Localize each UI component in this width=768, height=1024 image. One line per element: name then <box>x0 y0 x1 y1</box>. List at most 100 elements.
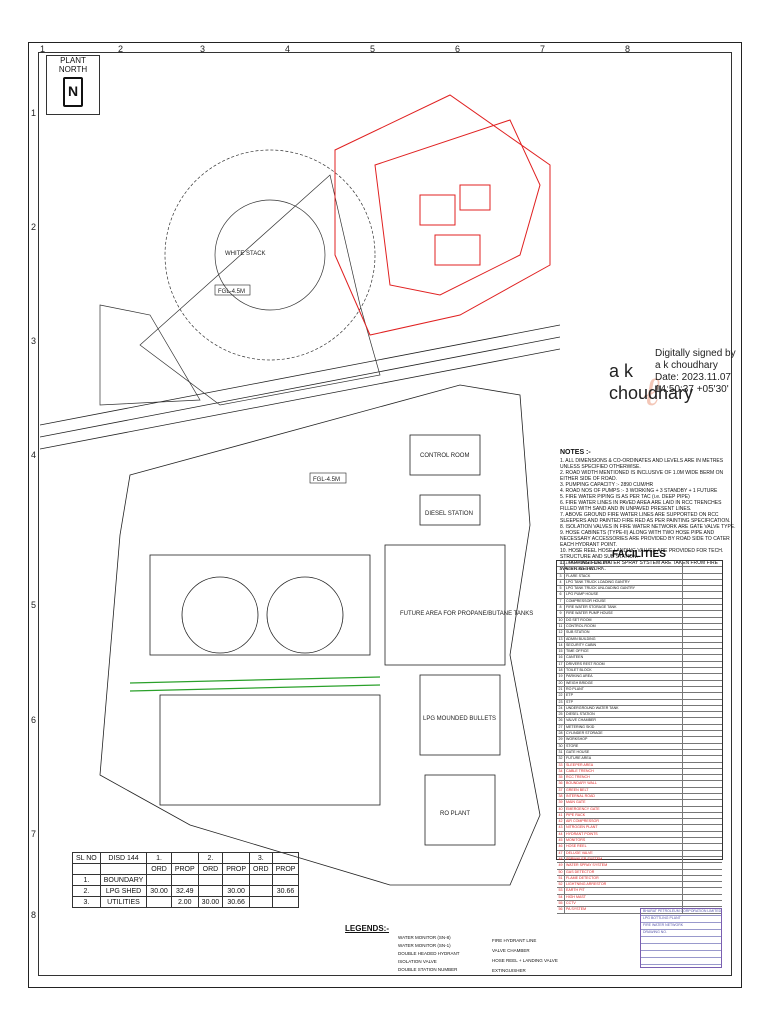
facility-cell <box>682 655 722 661</box>
facility-cell <box>682 781 722 787</box>
area-table-cell: PROP <box>222 863 251 875</box>
facility-cell: 47 <box>557 850 565 856</box>
facility-cell: CYLINDER STORAGE <box>566 731 603 736</box>
signature-scribble-icon: ℓ <box>643 369 660 415</box>
facility-cell: 30 <box>557 743 565 749</box>
facility-cell: 29 <box>557 737 565 743</box>
facility-cell: LIGHTNING ARRESTOR <box>566 882 607 887</box>
facility-cell: ADMIN BUILDING <box>566 636 596 641</box>
legend-item: HOSE REEL + LANDING VALVE <box>492 958 558 963</box>
fgl-mid-label: FGL-4.5M <box>313 477 340 483</box>
area-table-cell: 2. <box>72 885 101 897</box>
facility-cell <box>682 724 722 731</box>
facility-cell: STORE <box>566 743 579 748</box>
facility-cell <box>682 579 722 586</box>
grid-col-7: 7 <box>540 44 546 54</box>
area-table-cell <box>197 874 224 886</box>
facility-cell <box>682 699 722 705</box>
area-table-cell: 30.00 <box>222 885 251 897</box>
facility-cell <box>682 617 722 623</box>
facility-cell <box>682 838 722 844</box>
area-table-row: 1.BOUNDARY <box>72 874 300 886</box>
facility-cell <box>682 856 722 863</box>
area-table-cell <box>271 852 300 864</box>
facility-cell: 32 <box>557 756 565 762</box>
facility-cell: 50 <box>557 869 565 875</box>
facility-cell: 41 <box>557 812 565 819</box>
legend-title: LEGENDS:- <box>345 924 389 933</box>
facility-cell: BOTTLING SHED <box>566 567 595 572</box>
facility-cell <box>682 718 722 724</box>
legend-item: EXTINGUISHER <box>492 968 526 973</box>
facility-cell: DELUGE VALVE <box>566 850 593 855</box>
area-table-cell: ORD <box>249 863 273 875</box>
facility-cell <box>682 674 722 680</box>
note-item: 10. HOSE REEL HOSE LANDING VALVES ARE PR… <box>560 548 724 560</box>
area-table-cell: 1. <box>146 852 172 864</box>
facility-cell <box>682 630 722 636</box>
facility-cell: HYDRANT POINTS <box>566 831 598 836</box>
facility-cell: 24 <box>557 705 565 712</box>
facility-cell: 44 <box>557 831 565 838</box>
north-arrow-icon: N <box>63 77 83 107</box>
area-table-cell: 2. <box>197 852 224 864</box>
facility-cell: PA SYSTEM <box>566 907 587 912</box>
facility-cell <box>682 705 722 712</box>
area-table-cell: PROP <box>271 863 300 875</box>
facility-cell: 49 <box>557 863 565 869</box>
facility-cell: 8 <box>557 605 565 611</box>
area-table-cell <box>72 863 101 875</box>
area-table-cell: 30.66 <box>222 896 251 908</box>
facility-cell <box>682 806 722 812</box>
flare-label: WHITE STACK FGL-4.5M <box>214 251 266 296</box>
facility-cell: LPG MOUNDED BULLETS <box>566 561 610 565</box>
flare-area <box>99 149 381 406</box>
facility-cell: FIRE WATER STORAGE TANK <box>566 605 617 610</box>
facility-cell: SLEEPER AREA <box>566 762 594 767</box>
facility-cell <box>682 592 722 598</box>
facility-cell <box>682 567 722 573</box>
facility-cell <box>682 762 722 768</box>
facility-cell: 36 <box>557 781 565 787</box>
note-item: 9. HOSE CABINETS (TYPE-II) ALONG WITH TW… <box>560 530 730 548</box>
facility-cell: INTERNAL ROAD <box>566 793 596 798</box>
facility-cell <box>682 793 722 800</box>
facility-cell: 18 <box>557 668 565 674</box>
area-table-cell <box>249 896 273 908</box>
facility-cell: 42 <box>557 819 565 825</box>
facility-cell <box>682 623 722 630</box>
area-table-cell: DISD 144 <box>99 852 148 864</box>
drawing-inner-border <box>38 52 732 976</box>
area-table-cell: 3. <box>72 896 101 908</box>
facility-cell: 6 <box>557 592 565 598</box>
facility-cell <box>682 888 722 894</box>
facility-cell <box>682 598 722 605</box>
facility-cell: 19 <box>557 674 565 680</box>
note-item: 6. FIRE WATER LINES IN PAVED AREA ARE LA… <box>560 500 722 512</box>
facility-cell <box>682 611 722 617</box>
area-table-cell <box>271 896 300 908</box>
area-table-cell <box>197 885 224 897</box>
facility-cell: 13 <box>557 636 565 642</box>
facility-cell: RCC TRENCH <box>566 775 590 780</box>
facility-cell: PIPE RACK <box>566 812 586 817</box>
